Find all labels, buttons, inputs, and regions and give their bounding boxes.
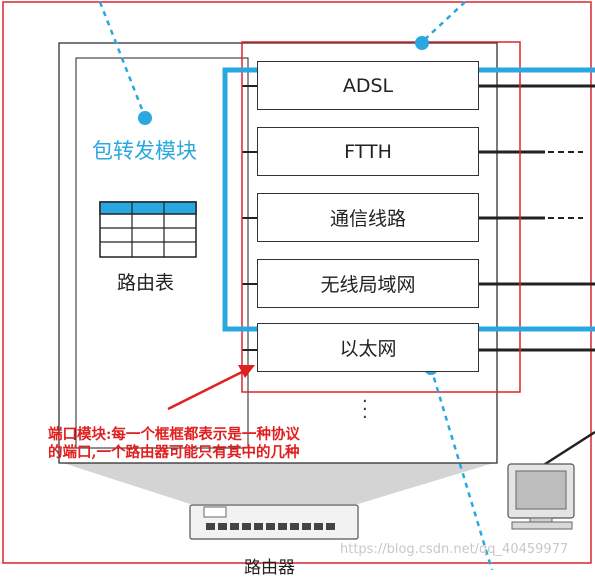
annotation-arrow (167, 365, 255, 411)
port-stubs-left (242, 85, 258, 351)
watermark: https://blog.csdn.net/qq_40459977 (340, 542, 569, 557)
forward-module-label: 包转发模块 (92, 139, 197, 163)
port-adsl: ADSL (257, 61, 479, 110)
port-ftth: FTTH (257, 127, 479, 176)
port-wlan: 无线局域网 (257, 259, 479, 308)
pc-icon (507, 463, 575, 530)
router-label: 路由器 (244, 558, 295, 578)
blue-pointer-lines (98, 1, 494, 570)
router-device-icon (189, 504, 359, 540)
pc-cable (541, 430, 595, 468)
port-lines-right (479, 84, 595, 352)
port-module-red-frame (241, 41, 521, 393)
more-ports-ellipsis: ··· (362, 391, 368, 428)
port-lines-dashed (548, 151, 583, 219)
port-ethernet: 以太网 (257, 323, 479, 372)
port-module-annotation: 端口模块:每一个框框都表示是一种协议的端口,一个路由器可能只有其中的几种 (48, 426, 300, 461)
routing-table-label: 路由表 (117, 272, 175, 294)
projection-shadow (60, 462, 497, 504)
port-comm-line: 通信线路 (257, 193, 479, 242)
routing-table-icon (99, 201, 197, 258)
router-inner-frame (75, 57, 249, 449)
